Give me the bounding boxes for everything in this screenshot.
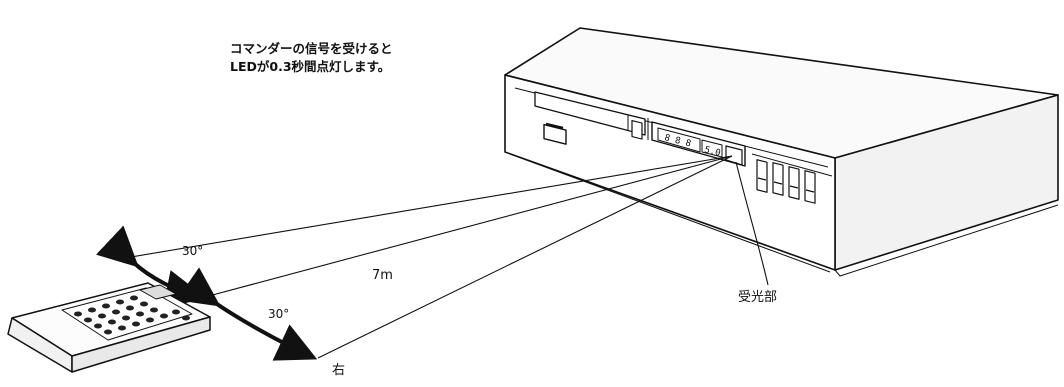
label-angle-top: 30° bbox=[182, 244, 204, 258]
remote-side-edge bbox=[71, 316, 211, 373]
caption-line-2: LEDが0.3秒間点灯します。 bbox=[230, 59, 391, 74]
ray-right bbox=[317, 155, 733, 359]
eject-button bbox=[631, 119, 643, 140]
label-angle-bottom: 30° bbox=[268, 307, 290, 321]
label-right: 右 bbox=[332, 363, 346, 378]
display-segment-2: 5.0 bbox=[703, 145, 721, 159]
remote-control bbox=[7, 282, 211, 373]
label-left: 左 bbox=[110, 238, 124, 253]
caption-line-1: コマンダーの信号を受けると bbox=[230, 41, 393, 56]
led-caption: コマンダーの信号を受けると LEDが0.3秒間点灯します。 bbox=[230, 40, 393, 76]
disc-tray-slot bbox=[534, 91, 646, 136]
receiver-window bbox=[725, 145, 743, 166]
label-distance: 7m bbox=[372, 268, 393, 283]
receiver-pointer-line bbox=[735, 161, 769, 286]
remote-keypad bbox=[74, 295, 190, 335]
control-buttons bbox=[751, 153, 833, 204]
ray-left bbox=[124, 155, 733, 259]
cd-player-device bbox=[504, 27, 1059, 277]
label-receiver: 受光部 bbox=[738, 290, 778, 305]
angle-arc-bottom bbox=[176, 267, 318, 361]
ray-center bbox=[204, 155, 733, 298]
